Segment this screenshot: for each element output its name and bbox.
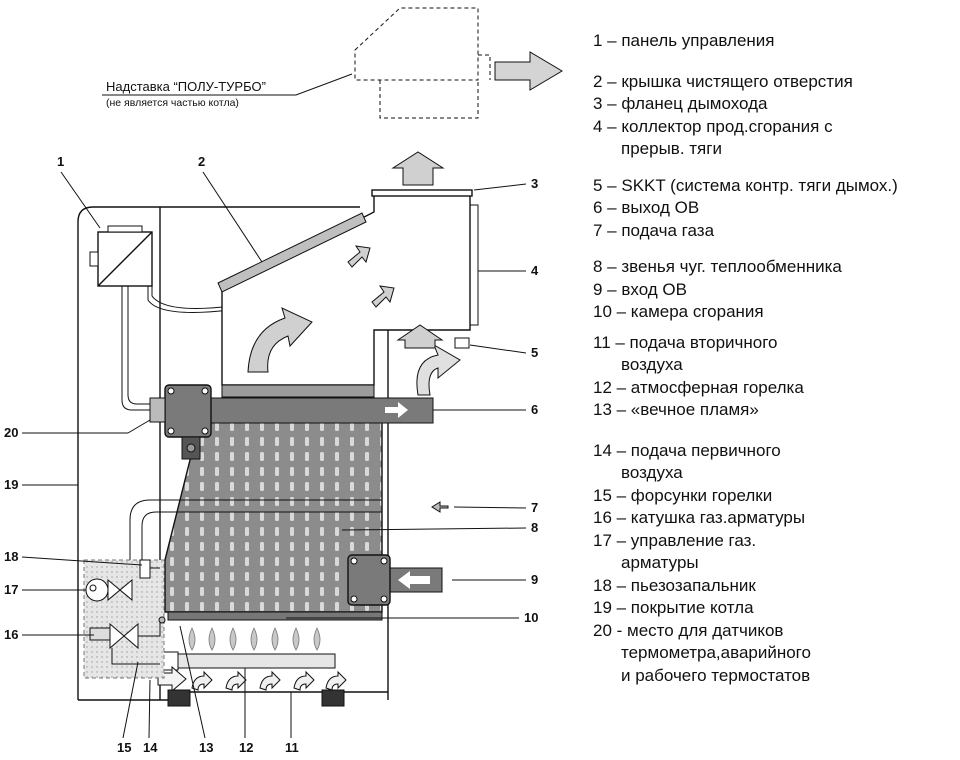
callout-8: 8 — [531, 520, 538, 535]
legend-item: 13 – «вечное пламя» — [593, 400, 759, 419]
callout-3: 3 — [531, 176, 538, 191]
extension-arrow-icon — [494, 51, 563, 91]
callout-9: 9 — [531, 572, 538, 587]
gas-valve-zone — [83, 559, 165, 679]
legend-item: 3 – фланец дымохода — [593, 94, 768, 113]
callout-6: 6 — [531, 402, 538, 417]
gas-valve-assembly — [85, 559, 166, 665]
callout-18: 18 — [4, 549, 18, 564]
legend-item: 10 – камера сгорания — [593, 302, 764, 321]
skkt-sensor — [454, 337, 470, 349]
boiler-base — [167, 689, 388, 707]
callout-2: 2 — [198, 154, 205, 169]
callout-5: 5 — [531, 345, 538, 360]
legend-item: 9 – вход ОВ — [593, 279, 687, 299]
extension-label: Надставка “ПОЛУ-ТУРБО” — [106, 79, 266, 94]
legend-list: 1 – панель управления 2 – крышка чистяще… — [593, 30, 955, 687]
callout-4: 4 — [531, 263, 539, 278]
gas-valve-control-icon — [85, 578, 109, 602]
callout-14: 14 — [143, 740, 158, 755]
return-inlet-arrow-icon — [398, 571, 430, 589]
gas-supply-pipe — [129, 499, 449, 582]
return-inlet-pipe — [347, 554, 443, 606]
flue-gas-arrows — [247, 151, 461, 396]
legend-item: 6 – выход ОВ — [593, 198, 700, 217]
legend-item: 7 – подача газа — [593, 220, 715, 240]
callout-11: 11 — [285, 740, 299, 755]
legend-item: 19 – покрытие котла — [593, 598, 754, 617]
legend-item: 2 – крышка чистящего отверстия — [593, 71, 853, 91]
flow-outlet-arrow-icon — [385, 402, 408, 418]
legend-item: 16 – катушка газ.арматуры — [593, 508, 806, 527]
legend-item: 17 – управление газ.арматуры — [593, 530, 757, 573]
legend-item: 1 – панель управления — [593, 31, 775, 50]
legend-item: 12 – атмосферная горелка — [593, 377, 804, 397]
leader-lines — [21, 171, 527, 739]
callout-1: 1 — [57, 154, 64, 169]
callout-16: 16 — [4, 627, 18, 642]
primary-air-arrow-icon — [157, 665, 187, 693]
cleaning-cover — [217, 212, 367, 293]
extension-note: (не является частью котла) — [106, 97, 239, 109]
flow-outlet-pipe — [149, 384, 434, 460]
leader-extension — [102, 73, 353, 96]
callout-10: 10 — [524, 610, 538, 625]
callout-19: 19 — [4, 477, 18, 492]
legend-item: 5 – SKKT (система контр. тяги дымох.) — [593, 175, 898, 195]
callout-17: 17 — [4, 582, 18, 597]
callout-15: 15 — [117, 740, 131, 755]
semi-turbo-extension — [354, 7, 491, 119]
legend-item: 18 – пьезозапальник — [593, 575, 756, 595]
callout-7: 7 — [531, 500, 538, 515]
flue-flange — [371, 189, 479, 326]
combustion-chamber-flames — [188, 627, 321, 651]
callout-13: 13 — [199, 740, 213, 755]
gas-supply-arrow-icon — [431, 501, 449, 513]
legend-item: 8 – звенья чуг. теплообменника — [593, 257, 842, 276]
secondary-air-arrows — [191, 670, 347, 691]
callout-12: 12 — [239, 740, 253, 755]
control-panel — [89, 225, 153, 287]
callout-20: 20 — [4, 425, 18, 440]
legend-item: 15 – форсунки горелки — [593, 485, 773, 505]
